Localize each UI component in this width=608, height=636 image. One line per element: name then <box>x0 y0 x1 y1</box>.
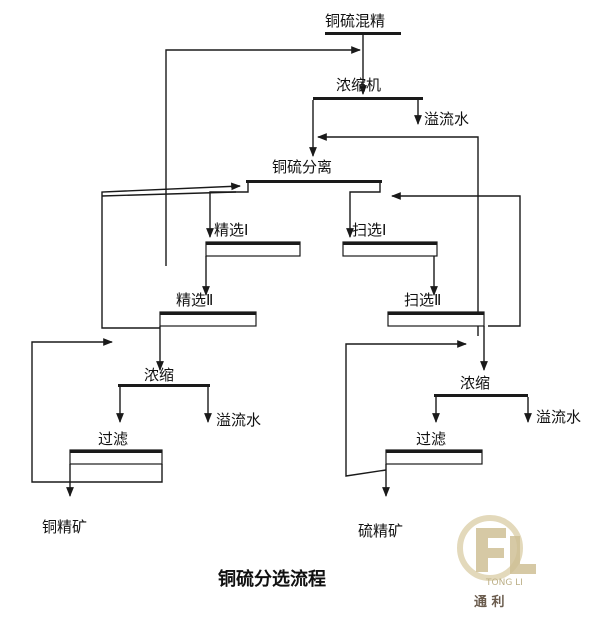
logo-latin-text: TONG LI <box>485 578 523 588</box>
thicken-cu-node: 浓缩 <box>118 366 210 387</box>
scavenger1-label: 扫选Ⅰ <box>352 221 386 239</box>
overflow-cu-label: 溢流水 <box>216 411 261 429</box>
scavenger1-return-line <box>391 192 521 327</box>
thicken-s-label: 浓缩 <box>460 374 490 392</box>
scavenger1-node: 扫选Ⅰ <box>342 221 438 257</box>
filter-cu-label: 过滤 <box>98 430 128 448</box>
thickener1-label: 浓缩机 <box>336 76 381 94</box>
cleaner2-return-line <box>101 182 241 329</box>
feed-bar <box>325 32 401 35</box>
overflow-s-label: 溢流水 <box>536 408 581 426</box>
cleaner2-label: 精选Ⅱ <box>176 291 213 309</box>
diagram-caption: 铜硫分选流程 <box>218 568 326 590</box>
cleaner2-node: 精选Ⅱ <box>159 291 257 327</box>
filter-cu-node: 过滤 <box>69 430 163 465</box>
separation-to-scavenger1 <box>346 183 381 238</box>
scavenger2-label: 扫选Ⅱ <box>404 291 441 309</box>
scavenger2-return-line <box>317 133 479 336</box>
separation-bar <box>246 180 382 183</box>
thickener1-bar <box>313 97 423 100</box>
filter-s-label: 过滤 <box>416 430 446 448</box>
thicken-cu-label: 浓缩 <box>144 366 174 384</box>
filtrate-cu-return <box>31 338 163 483</box>
filtrate-s-return <box>345 340 467 477</box>
separation-label: 铜硫分离 <box>272 158 332 176</box>
logo-chinese-text: 通 利 <box>474 594 505 610</box>
feed-node: 铜硫混精 <box>325 12 401 35</box>
product-s-label: 硫精矿 <box>358 522 403 540</box>
thicken-cu-bar <box>118 384 210 387</box>
separation-node: 铜硫分离 <box>246 158 382 183</box>
feed-label: 铜硫混精 <box>325 12 385 30</box>
filter-s-node: 过滤 <box>385 430 483 465</box>
cleaner2-return-top <box>101 191 237 197</box>
thicken-s-node: 浓缩 <box>434 374 528 397</box>
tongli-logo: TONG LI 通 利 <box>457 515 536 610</box>
cleaner1-node: 精选Ⅰ <box>205 221 301 257</box>
thicken-s-bar <box>434 394 528 397</box>
cleaner1-label: 精选Ⅰ <box>214 221 248 239</box>
scavenger2-node: 扫选Ⅱ <box>387 291 485 327</box>
thickener1-node: 浓缩机 <box>313 76 423 100</box>
overflow1-label: 溢流水 <box>424 110 469 128</box>
product-cu-label: 铜精矿 <box>42 518 87 536</box>
